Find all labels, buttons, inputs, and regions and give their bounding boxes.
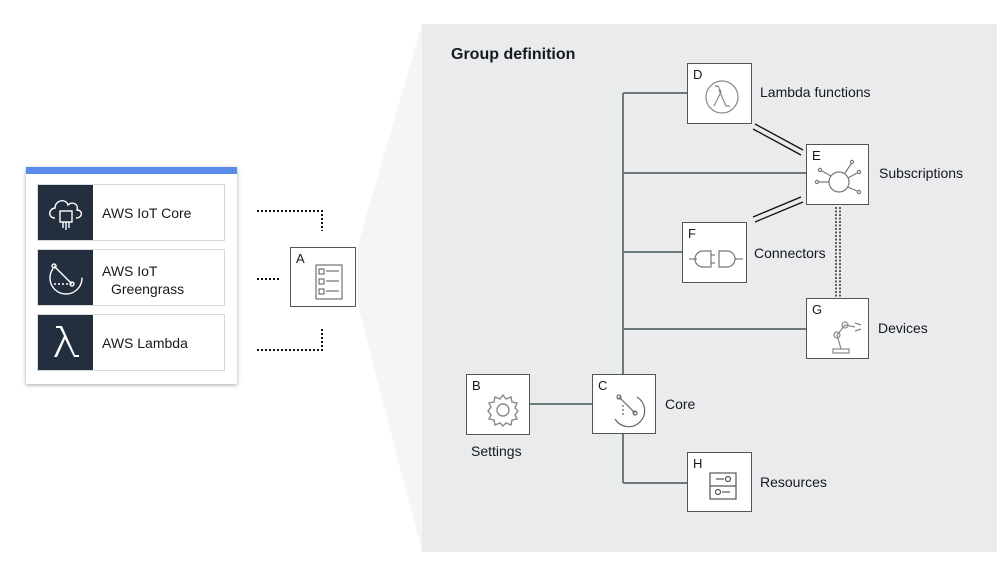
node-letter: D [693, 67, 703, 82]
node-connectors[interactable]: F [682, 222, 747, 283]
group-node-a[interactable]: A [290, 247, 356, 307]
greengrass-icon [49, 261, 83, 295]
card-accent-bar [26, 167, 237, 174]
node-letter: A [296, 251, 305, 266]
node-settings[interactable]: B [466, 374, 530, 435]
label-subscriptions: Subscriptions [879, 165, 964, 181]
label-core: Core [665, 396, 696, 412]
service-name: AWS Lambda [102, 335, 188, 351]
connector-plug-icon [689, 250, 743, 268]
gear-icon [487, 393, 519, 427]
iot-core-tile [38, 185, 93, 240]
node-subscriptions[interactable]: E [806, 144, 869, 205]
service-name: AWS IoT Core [102, 205, 192, 221]
label-connectors: Connectors [754, 245, 826, 261]
label-lambda-functions: Lambda functions [760, 84, 871, 100]
node-letter: G [812, 302, 823, 317]
greengrass-core-icon [614, 394, 646, 428]
node-lambda-functions[interactable]: D [687, 63, 752, 124]
label-devices: Devices [878, 320, 928, 336]
greengrass-tile [38, 250, 93, 305]
cloud-chip-icon [49, 200, 83, 230]
node-core[interactable]: C [592, 374, 656, 434]
service-lambda[interactable]: AWS Lambda [37, 314, 225, 371]
service-name-line2: Greengrass [111, 281, 185, 297]
group-checklist-icon [315, 264, 343, 300]
service-iot-core[interactable]: AWS IoT Core [37, 184, 225, 241]
robot-arm-icon [832, 321, 862, 354]
node-devices[interactable]: G [806, 298, 869, 359]
lambda-icon [705, 80, 739, 114]
node-letter: H [693, 456, 703, 471]
node-letter: C [598, 378, 608, 393]
subscriptions-hub-icon [814, 159, 862, 195]
label-settings: Settings [471, 443, 522, 459]
service-name: AWS IoT [102, 263, 158, 279]
resources-icon [709, 472, 737, 500]
lambda-icon [54, 326, 79, 357]
node-resources[interactable]: H [687, 452, 752, 512]
lambda-tile [38, 315, 93, 370]
service-greengrass[interactable]: AWS IoT Greengrass [37, 249, 225, 306]
group-definition-title: Group definition [451, 46, 576, 63]
node-letter: B [472, 378, 481, 393]
node-letter: E [812, 148, 821, 163]
label-resources: Resources [760, 474, 827, 490]
node-letter: F [688, 226, 696, 241]
